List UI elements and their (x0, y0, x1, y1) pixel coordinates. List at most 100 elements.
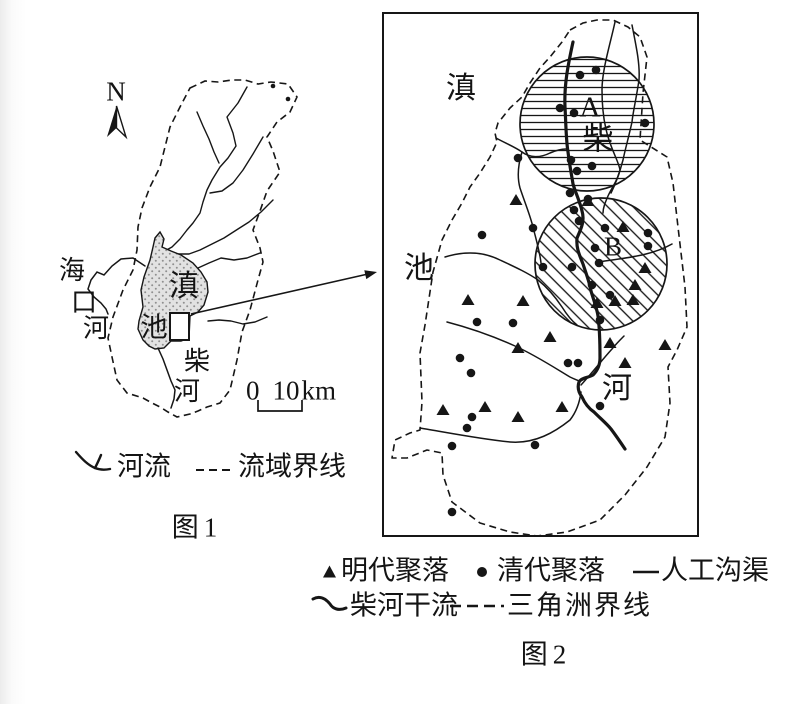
legend-river-label: 河流 (117, 451, 171, 482)
scale-zero: 0 (246, 375, 260, 406)
qing-settlement-dot (600, 223, 610, 233)
inset-link-arrow (190, 270, 377, 315)
delta-boundary-line (391, 19, 688, 537)
qing-settlement-dot (643, 241, 653, 251)
qing-settlement-dot (467, 412, 477, 422)
qing-settlement-dot (466, 368, 476, 378)
zone-b-label: B (603, 231, 623, 262)
ming-legend-triangle (323, 565, 336, 578)
fig1-chai-label: 柴 (183, 347, 211, 376)
ming-settlement-triangle (555, 401, 569, 412)
ming-settlement-triangle (590, 297, 604, 308)
qing-settlement-dot (640, 118, 650, 128)
qing-settlement-dot (574, 216, 584, 226)
ming-settlement-triangle (626, 294, 640, 305)
scale-ten: 10 (272, 375, 300, 406)
qing-settlement-dot (472, 317, 482, 327)
figure1-map-dots-layer (270, 83, 291, 102)
qing-settlement-dot (513, 153, 523, 163)
qing-settlement-dot (572, 166, 582, 176)
qing-settlement-dot (447, 441, 457, 451)
figure2-legend-symbols (311, 565, 659, 611)
figure1-outlet-rivers (87, 257, 176, 409)
ming-settlement-triangle (478, 401, 492, 412)
ming-settlement-triangle (616, 221, 630, 232)
qing-settlement-dot (508, 318, 518, 328)
qing-settlement-dot (590, 243, 600, 253)
ming-settlement-triangle (638, 262, 652, 273)
fig1-dian-label: 滇 (169, 270, 199, 303)
qing-settlement-dot (569, 108, 579, 118)
qing-settlement-dot (555, 103, 565, 113)
fig1-map-dot (285, 96, 291, 102)
fig2-he-label: 河 (602, 372, 632, 405)
fig1-chi-label: 池 (140, 312, 168, 343)
legend-watershed-label: 流域界线 (238, 451, 346, 482)
qing-settlement-dot (528, 223, 538, 233)
figure2-caption: 图2 (520, 639, 572, 670)
ming-settlement-triangle (628, 279, 642, 290)
qing-settlement-dot (530, 440, 540, 450)
ming-settlements-layer (436, 194, 672, 422)
legend-delta-label: 三角洲界线 (507, 590, 652, 621)
qing-settlement-dot (587, 280, 597, 290)
ming-settlement-triangle (511, 411, 525, 422)
qing-settlement-dot (595, 401, 605, 411)
ming-settlement-triangle (436, 404, 450, 415)
qing-settlement-dot (455, 353, 465, 363)
qing-settlement-dot (569, 205, 579, 215)
watershed-boundary-line (107, 79, 298, 418)
north-arrow-icon (107, 105, 128, 140)
qing-settlement-dot (567, 262, 577, 272)
legend-qing-label: 清代聚落 (497, 555, 605, 586)
qing-settlement-dot (605, 290, 615, 300)
qing-settlement-dot (462, 423, 472, 433)
qing-settlement-dot (538, 262, 548, 272)
inset-extent-rectangle (169, 312, 190, 341)
qing-settlement-dot (594, 258, 604, 268)
figure1-map (74, 79, 377, 471)
scale-unit: km (301, 375, 337, 406)
ming-settlement-triangle (543, 331, 557, 342)
qing-settlement-dot (477, 230, 487, 240)
figure2-map (311, 12, 699, 611)
fig2-chi-label: 池 (404, 252, 434, 285)
qing-settlement-dot (565, 188, 575, 198)
qing-settlement-dot (566, 155, 576, 165)
qing-settlement-dot (587, 161, 597, 171)
legend-stream-label: 柴河干流 (350, 590, 458, 621)
legend-ming-label: 明代聚落 (341, 555, 449, 586)
qing-settlements-layer (447, 65, 653, 517)
river-legend-symbol (74, 450, 112, 471)
qing-settlement-dot (447, 507, 457, 517)
zone-a-label: A (579, 91, 601, 124)
fig1-he-label: 河 (173, 377, 201, 406)
ming-settlement-triangle (608, 295, 622, 306)
ming-settlement-triangle (511, 342, 525, 353)
fig2-chai-label: 柴 (582, 121, 614, 157)
ming-settlement-triangle (603, 337, 617, 348)
ming-settlement-triangle (658, 339, 672, 350)
legend-channel-label: 人工沟渠 (661, 555, 769, 586)
figure1-rivers (162, 86, 274, 325)
ming-settlement-triangle (461, 294, 475, 305)
ming-settlement-triangle (618, 357, 632, 368)
zone-A-circle (519, 56, 655, 192)
fig2-dian-label: 滇 (446, 72, 476, 105)
qing-settlement-dot (591, 65, 601, 75)
haikou-river-label-char3: 河 (82, 314, 110, 343)
qing-settlement-dot (595, 315, 605, 325)
north-label: N (106, 76, 126, 107)
figure1-caption: 图1 (171, 512, 223, 543)
scale-bar-bracket (257, 400, 303, 412)
qing-settlement-dot (583, 194, 593, 204)
haikou-river-label-char2: 口 (70, 288, 98, 317)
ming-settlement-triangle (516, 295, 530, 306)
ming-settlement-triangle (509, 194, 523, 205)
qing-settlement-dot (563, 358, 573, 368)
scale-bar-text: 0 10km (246, 375, 337, 406)
qing-legend-dot (477, 567, 487, 577)
fig1-map-dot (270, 83, 276, 89)
